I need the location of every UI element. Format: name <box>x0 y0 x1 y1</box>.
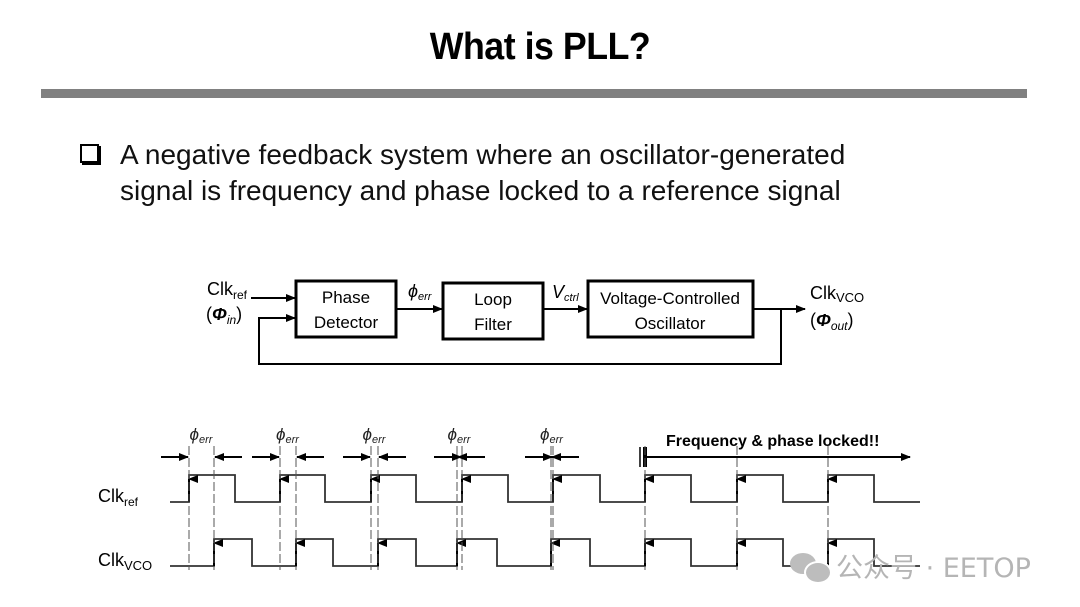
clk-ref-row-label: Clkref <box>98 486 139 509</box>
feedback-path <box>258 309 782 365</box>
watermark-text: 公众号 · EETOP <box>836 553 1031 584</box>
locked-label: Frequency & phase locked!! <box>666 433 879 450</box>
phase-error-label: ϕerr <box>190 425 214 446</box>
checkbox-bullet-icon <box>80 144 99 163</box>
phase-error-label: ϕerr <box>363 425 387 446</box>
output-phase-label: (Φout) <box>810 310 854 333</box>
clk-vco-row-label: ClkVCO <box>98 550 152 573</box>
output-clock-label: ClkVCO <box>810 283 864 305</box>
loop-filter-block <box>441 281 545 341</box>
vctrl-signal-label: Vctrl <box>552 282 579 304</box>
bullet-line-2: signal is frequency and phase locked to … <box>120 175 841 206</box>
wechat-icon <box>790 553 832 584</box>
loop-filter-line1: Loop <box>474 290 512 309</box>
vco-line2: Oscillator <box>635 314 706 333</box>
phase-error-label: ϕerr <box>540 425 564 446</box>
input-clock-label: Clkref <box>207 279 248 302</box>
phase-error-signal-label: ϕerr <box>408 281 433 303</box>
phase-detector-line1: Phase <box>322 288 370 307</box>
phase-detector-line2: Detector <box>314 313 379 332</box>
phase-detector-block <box>294 279 398 339</box>
lock-start-marker <box>643 447 647 467</box>
input-phase-label: (Φin) <box>206 304 242 327</box>
title-divider <box>41 89 1027 98</box>
vco-line1: Voltage-Controlled <box>600 289 740 308</box>
block-diagram: Clkref (Φin) Phase Detector Loop Filter … <box>206 279 864 365</box>
bullet-point: A negative feedback system where an osci… <box>80 137 980 209</box>
phase-error-label: ϕerr <box>448 425 472 446</box>
slide-title: What is PLL? <box>429 26 651 68</box>
bullet-line-1: A negative feedback system where an osci… <box>120 139 846 170</box>
phase-error-label: ϕerr <box>276 425 300 446</box>
loop-filter-line2: Filter <box>474 315 512 334</box>
watermark: 公众号 · EETOP <box>790 546 1031 585</box>
timing-diagram: Clkref ClkVCO Frequency & phase locked!!… <box>98 425 920 573</box>
vco-block <box>586 279 755 339</box>
clk-ref-waveform <box>170 474 920 503</box>
